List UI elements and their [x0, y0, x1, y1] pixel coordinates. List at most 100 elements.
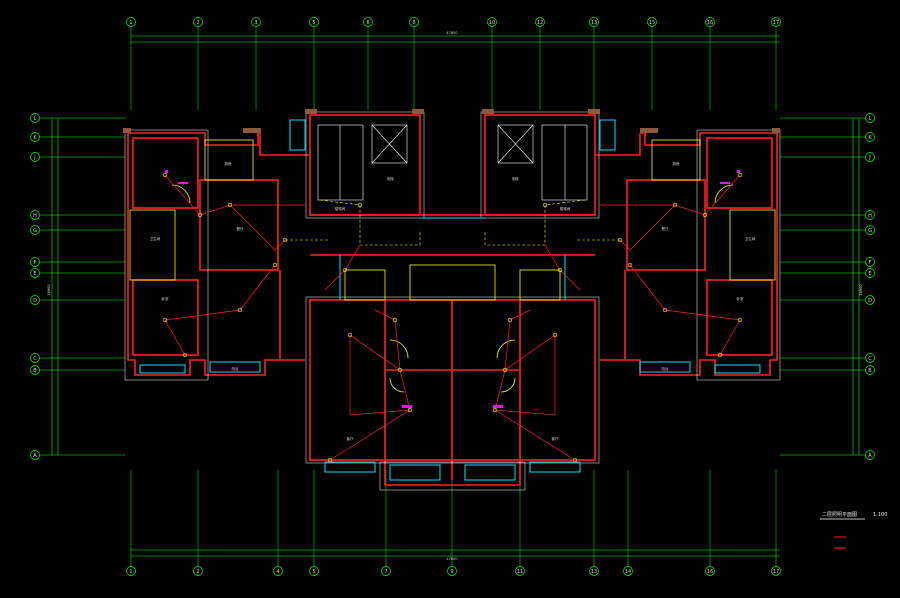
top-axis-label-5: 5: [312, 20, 315, 26]
drawing-scale: 1:100: [873, 512, 887, 518]
room-label-bath-right: 卫生间: [745, 236, 756, 241]
top-axis-label-16: 16: [707, 20, 713, 26]
right-axis-label-H: H: [868, 213, 872, 219]
bottom-axis-bubble-16: [705, 566, 715, 576]
top-axis-label-1: 1: [129, 20, 132, 26]
light-point: [392, 317, 398, 323]
left-axis-label-A: A: [33, 453, 37, 459]
building-walls: [127, 114, 778, 486]
top-axis-label-13: 13: [591, 20, 597, 26]
left-dimension-total: 18900: [47, 284, 51, 295]
bottom-axis-bubble-13: [589, 566, 599, 576]
light-point: [702, 212, 708, 218]
right-axis-label-L: L: [869, 116, 872, 122]
light-point: [542, 202, 548, 208]
light-point: [282, 237, 288, 243]
right-axis-bubble-E: [865, 268, 875, 278]
top-axis-label-12: 12: [537, 20, 543, 26]
left-axis-label-G: G: [33, 228, 37, 234]
light-point: [347, 332, 353, 338]
light-point: [197, 212, 203, 218]
light-point: [737, 172, 743, 178]
bottom-axis-label-14: 14: [625, 569, 631, 575]
bottom-axis-bubble-14: [623, 566, 633, 576]
top-axis-bubble-15: [647, 17, 657, 27]
light-point: [182, 352, 188, 358]
light-point: [617, 237, 623, 243]
light-point: [162, 172, 168, 178]
left-axis-bubble-L: [30, 113, 40, 123]
right-axis-label-J: J: [868, 155, 870, 161]
bottom-axis-label-13: 13: [591, 569, 597, 575]
left-axis-label-D: D: [33, 298, 37, 304]
room-label-kitchen-left: 厨房: [225, 161, 232, 166]
room-label-dining-right: 餐厅: [662, 226, 670, 231]
left-axis-label-C: C: [33, 356, 37, 362]
right-axis-bubble-A: [865, 450, 875, 460]
light-point: [552, 332, 558, 338]
top-axis-label-6: 6: [366, 20, 369, 26]
bottom-dimension-total: 47600: [446, 557, 457, 561]
bottom-axis-label-4: 4: [276, 569, 279, 575]
light-point: [162, 317, 168, 323]
left-axis-bubble-D: [30, 295, 40, 305]
right-axis-bubble-F: [865, 257, 875, 267]
left-axis-bubble-E: [30, 268, 40, 278]
drawing-title: 二层照明平面图: [822, 512, 857, 518]
left-axis-label-F: F: [34, 260, 37, 266]
bottom-axis-bubble-5: [309, 566, 319, 576]
right-dimension-total: 18900: [859, 284, 863, 295]
room-label-stair-left: 楼梯间: [335, 206, 346, 211]
right-axis-bubble-G: [865, 225, 875, 235]
top-axis-label-17: 17: [773, 20, 779, 26]
left-axis-bubble-B: [30, 365, 40, 375]
room-label-balcony-left: 阳台: [232, 366, 239, 371]
light-point: [342, 267, 348, 273]
room-label-living-right: 客厅: [552, 436, 560, 441]
column-markers: [123, 109, 780, 133]
elevator-stair-cores: [317, 124, 588, 201]
fixtures: [129, 139, 776, 393]
left-axis-label-L: L: [34, 116, 37, 122]
top-axis-bubble-8: [409, 17, 419, 27]
bottom-axis-bubble-2: [193, 566, 203, 576]
right-axis-label-D: D: [868, 298, 872, 304]
right-axis-label-F: F: [869, 260, 872, 266]
top-axis-bubble-5: [309, 17, 319, 27]
bottom-axis-label-7: 7: [384, 569, 387, 575]
left-axis-label-E: E: [33, 271, 36, 277]
right-axis-bubble-H: [865, 210, 875, 220]
title-block: 二层照明平面图 1:100: [820, 512, 887, 549]
light-point: [397, 367, 403, 373]
room-label-dining-left: 餐厅: [237, 226, 244, 231]
light-point: [227, 202, 233, 208]
bottom-axis-label-1: 1: [129, 569, 132, 575]
light-point: [507, 317, 513, 323]
light-point: [672, 202, 678, 208]
top-axis-bubble-1: [126, 17, 136, 27]
bottom-axis-label-5: 5: [312, 569, 315, 575]
top-axis-bubble-3: [251, 17, 261, 27]
room-label-elevator-right: 电梯: [512, 176, 520, 181]
light-point: [407, 407, 413, 413]
bottom-axis-label-17: 17: [773, 569, 779, 575]
light-point: [572, 457, 578, 463]
windows: [139, 119, 761, 481]
light-point: [737, 317, 743, 323]
top-axis-label-15: 15: [649, 20, 655, 26]
top-axis-bubble-17: [771, 17, 781, 27]
room-label-bedroom-right: 卧室: [737, 296, 745, 301]
dimension-lines: [51, 35, 860, 557]
room-label-bath-left: 卫生间: [150, 236, 161, 241]
light-point: [357, 202, 363, 208]
top-dimension-total: 47600: [446, 31, 457, 35]
top-axis-bubble-6: [363, 17, 373, 27]
bottom-axis-bubble-11: [515, 566, 525, 576]
left-axis-bubble-C: [30, 353, 40, 363]
light-points: [162, 172, 743, 463]
room-label-bedroom-left: 卧室: [162, 296, 169, 301]
top-axis-bubble-13: [589, 17, 599, 27]
